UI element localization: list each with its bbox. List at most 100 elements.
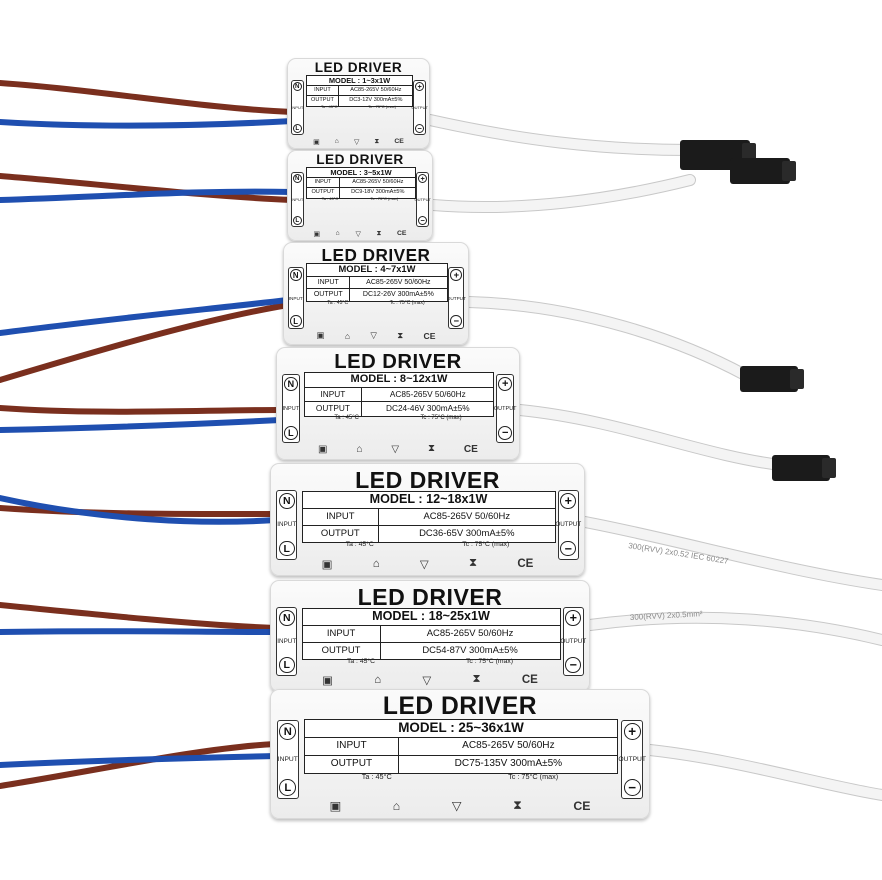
ce-mark: CE bbox=[517, 557, 534, 570]
class-ii-icon: ▣ bbox=[322, 674, 334, 687]
spec-value: DC12-26V 300mA±5% bbox=[362, 291, 434, 299]
blue-wire-7 bbox=[0, 753, 278, 768]
spec-value: AC85-265V 50/60Hz bbox=[389, 389, 466, 399]
n-terminal-icon: N bbox=[292, 174, 302, 184]
spec-key: OUTPUT bbox=[303, 642, 381, 659]
driver-title: LED DRIVER bbox=[355, 467, 500, 494]
indoor-house-icon: ⌂ bbox=[392, 798, 401, 813]
spec-value: AC85-265V 50/60Hz bbox=[462, 740, 555, 752]
plus-terminal-icon: + bbox=[418, 174, 428, 184]
minus-terminal-icon: − bbox=[415, 123, 425, 133]
driver-title: LED DRIVER bbox=[314, 60, 403, 76]
spec-key: INPUT bbox=[307, 178, 341, 188]
tc-rating: Tc : 75°C (max) bbox=[462, 540, 510, 548]
model-label: MODEL : 1~3x1W bbox=[306, 76, 413, 87]
f-mark-icon: ▽ bbox=[391, 443, 400, 455]
plus-terminal-icon: + bbox=[415, 82, 425, 92]
hourglass-icon: ⧗ bbox=[472, 673, 481, 686]
f-mark-icon: ▽ bbox=[422, 674, 432, 687]
brown-wire-4 bbox=[0, 405, 283, 415]
tc-rating: Tc : 75°C (max) bbox=[420, 415, 462, 422]
input-side-label: INPUT bbox=[277, 756, 298, 764]
connector-3 bbox=[740, 366, 798, 392]
ce-mark: CE bbox=[397, 230, 407, 238]
l-terminal-icon: L bbox=[292, 123, 302, 133]
spec-value: DC36-65V 300mA±5% bbox=[419, 527, 515, 539]
driver-title: LED DRIVER bbox=[357, 584, 503, 611]
ce-mark: CE bbox=[423, 330, 436, 341]
brown-wire-5 bbox=[0, 505, 278, 518]
white-cable-5 bbox=[580, 517, 882, 590]
input-side-label: INPUT bbox=[277, 637, 297, 645]
l-terminal-icon: L bbox=[278, 540, 295, 557]
output-side-label: OUTPUT bbox=[414, 197, 431, 203]
n-terminal-icon: N bbox=[292, 82, 302, 92]
l-terminal-icon: L bbox=[292, 215, 302, 225]
temperature-ratings: Ta : 45°C Tc : 75°C (max) bbox=[304, 415, 493, 421]
white-cable-1 bbox=[425, 115, 695, 155]
output-side-label: OUTPUT bbox=[555, 521, 582, 529]
spec-key: OUTPUT bbox=[307, 188, 341, 198]
indoor-house-icon: ⌂ bbox=[356, 443, 363, 455]
spec-value: DC54-87V 300mA±5% bbox=[422, 644, 518, 656]
indoor-house-icon: ⌂ bbox=[334, 138, 339, 146]
ta-rating: Ta : 45°C bbox=[321, 195, 339, 201]
output-terminal-panel: +OUTPUT− bbox=[560, 606, 586, 676]
driver-title: LED DRIVER bbox=[316, 152, 404, 168]
hourglass-icon: ⧗ bbox=[513, 798, 522, 813]
model-label: MODEL : 3~5x1W bbox=[306, 168, 416, 179]
class-ii-icon: ▣ bbox=[318, 443, 328, 455]
hourglass-icon: ⧗ bbox=[376, 229, 382, 237]
minus-terminal-icon: − bbox=[565, 656, 582, 673]
spec-key: OUTPUT bbox=[303, 525, 380, 542]
ta-rating: Ta : 45°C bbox=[345, 540, 374, 548]
hourglass-icon: ⧗ bbox=[397, 330, 404, 341]
ta-rating: Ta : 45°C bbox=[334, 415, 359, 422]
white-cable-6 bbox=[585, 612, 882, 645]
l-terminal-icon: L bbox=[279, 779, 297, 797]
certification-icons: ▣⌂▽⧗CE bbox=[306, 330, 445, 341]
indoor-house-icon: ⌂ bbox=[335, 230, 340, 238]
output-terminal-panel: +OUTPUT− bbox=[494, 374, 517, 444]
plus-terminal-icon: + bbox=[560, 493, 577, 509]
driver-title: LED DRIVER bbox=[334, 350, 462, 373]
white-cable-7 bbox=[645, 745, 882, 800]
input-side-label: INPUT bbox=[277, 521, 297, 529]
class-ii-icon: ▣ bbox=[329, 798, 342, 813]
temperature-ratings: Ta : 45°C Tc : 75°C (max) bbox=[302, 541, 554, 548]
tc-rating: Tc : 75°C (max) bbox=[508, 771, 559, 781]
output-terminal-panel: +OUTPUT− bbox=[555, 490, 582, 560]
spec-value: AC85-265V 50/60Hz bbox=[366, 278, 431, 286]
model-label: MODEL : 18~25x1W bbox=[302, 609, 560, 627]
plus-terminal-icon: + bbox=[565, 609, 582, 626]
output-side-label: OUTPUT bbox=[618, 756, 647, 764]
input-side-label: INPUT bbox=[288, 295, 303, 301]
spec-value: DC24-46V 300mA±5% bbox=[386, 404, 470, 414]
model-label: MODEL : 8~12x1W bbox=[304, 373, 494, 388]
spec-row: OUTPUT DC54-87V 300mA±5% bbox=[303, 642, 560, 659]
plus-terminal-icon: + bbox=[450, 269, 463, 281]
n-terminal-icon: N bbox=[283, 376, 298, 391]
spec-value: DC9-18V 300mA±5% bbox=[351, 189, 405, 196]
class-ii-icon: ▣ bbox=[313, 230, 320, 238]
certification-icons: ▣⌂▽⧗CE bbox=[304, 798, 617, 813]
class-ii-icon: ▣ bbox=[321, 558, 333, 571]
output-side-label: OUTPUT bbox=[411, 105, 428, 111]
ta-rating: Ta : 45°C bbox=[320, 103, 338, 109]
minus-terminal-icon: − bbox=[498, 426, 513, 441]
brown-wire-2 bbox=[0, 173, 295, 203]
spec-key: INPUT bbox=[303, 509, 380, 525]
blue-wire-3 bbox=[0, 297, 291, 336]
